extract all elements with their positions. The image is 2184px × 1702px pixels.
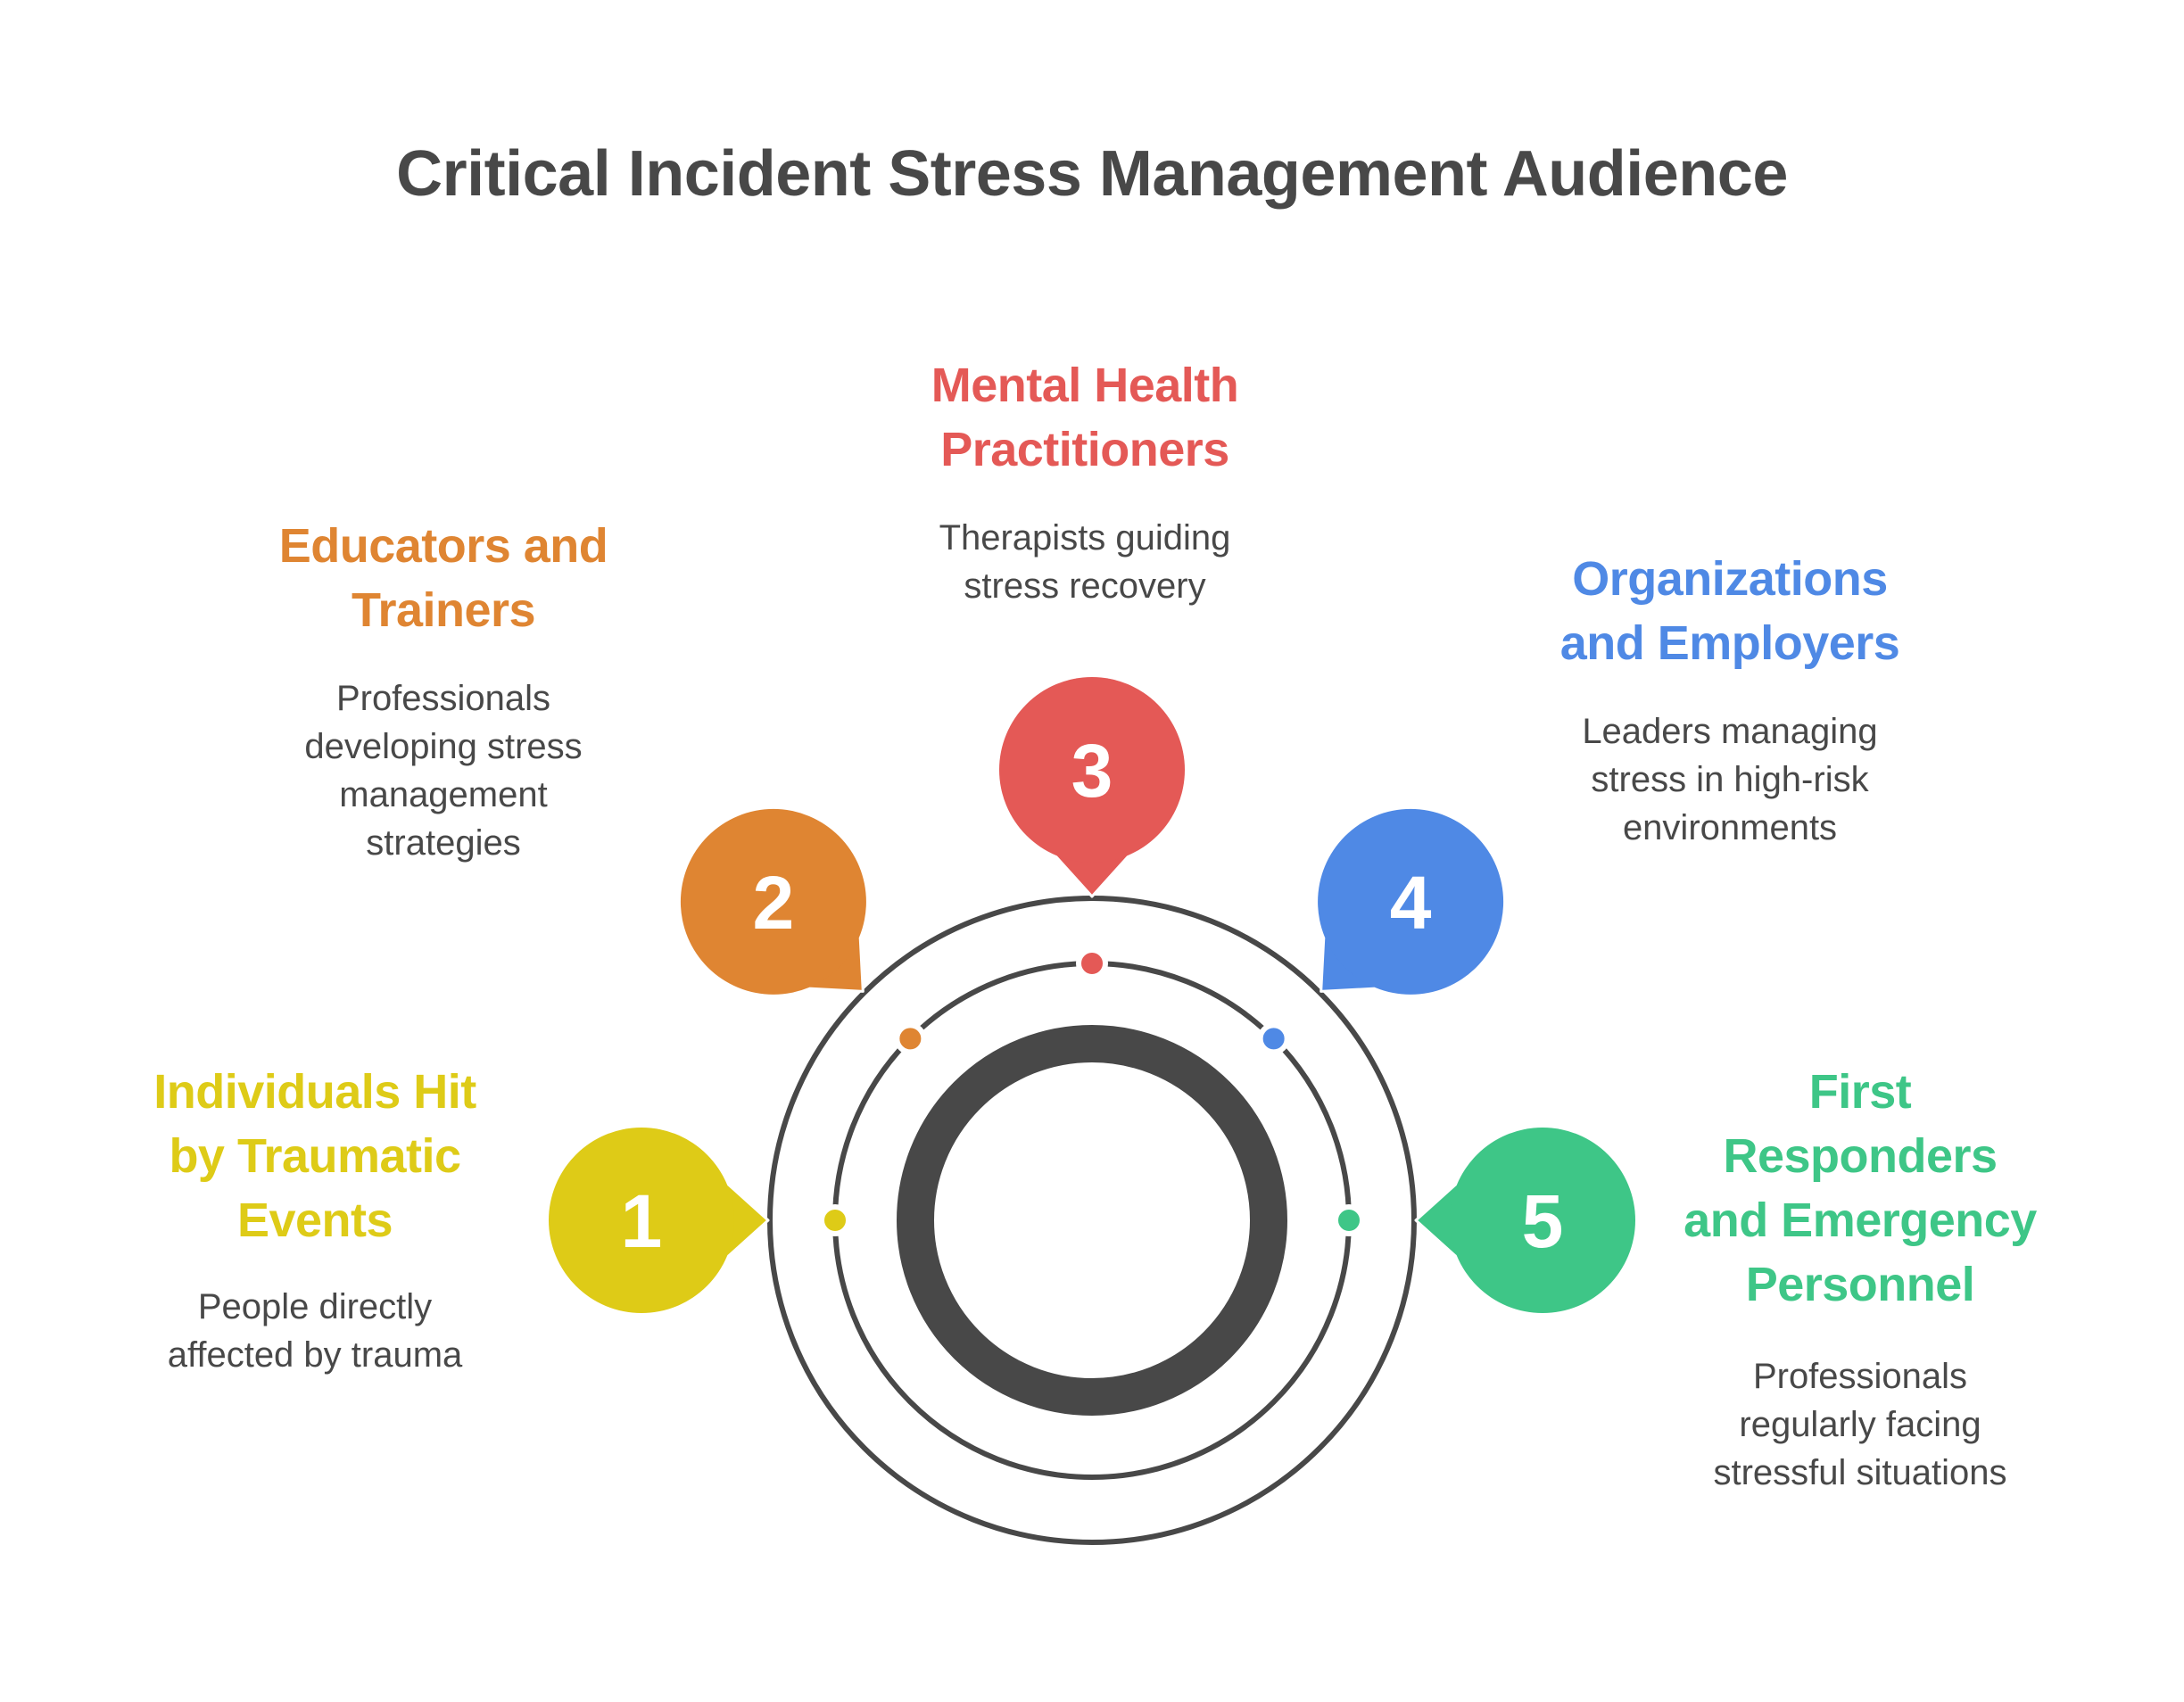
outer-ring [767,896,1417,1545]
audience-description: Professionals developing stress manageme… [304,679,583,863]
audience-heading: Individuals Hit by Traumatic Events [153,1065,476,1247]
audience-block-5: First Responders and Emergency Personnel… [1628,1060,2092,1497]
marker-5: 5 [1333,1128,1635,1313]
bubble-number: 4 [1390,861,1432,945]
diagram-title: Critical Incident Stress Management Audi… [396,138,1788,210]
ring-dot-5 [1333,1204,1365,1236]
ring-dot-4 [1257,1022,1290,1055]
audience-block-1: Individuals Hit by Traumatic Events Peop… [83,1060,547,1379]
inner-thick-ring [897,1025,1287,1416]
marker-1: 1 [549,1128,851,1313]
ring-dot-1 [819,1204,851,1236]
audience-description: People directly affected by trauma [167,1287,463,1375]
bubble-number: 1 [621,1179,663,1263]
number-bubble [549,1128,734,1313]
bubble-number: 2 [753,861,795,945]
bubble-number: 5 [1522,1179,1564,1263]
marker-3: 3 [999,677,1185,979]
number-bubble [680,808,866,995]
bubble-number: 3 [1071,729,1113,813]
audience-heading: First Responders and Emergency Personnel [1684,1065,2037,1311]
audience-heading: Mental Health Practitioners [931,359,1239,476]
audience-block-2: Educators and Trainers Professionals dev… [211,514,675,867]
audience-heading: Organizations and Employers [1559,552,1900,670]
marker-2: 2 [680,808,927,1055]
number-bubble [999,677,1185,863]
ring-dot-2 [894,1022,927,1055]
audience-block-3: Mental Health Practitioners Therapists g… [853,353,1317,610]
audience-description: Leaders managing stress in high-risk env… [1582,712,1878,847]
number-bubble [1318,808,1504,995]
audience-description: Therapists guiding stress recovery [939,518,1231,606]
audience-block-4: Organizations and Employers Leaders mana… [1498,547,1962,852]
ring-dot-3 [1076,947,1108,979]
marker-4: 4 [1257,808,1504,1055]
audience-description: Professionals regularly facing stressful… [1713,1357,2007,1492]
audience-heading: Educators and Trainers [278,519,608,637]
number-bubble [1450,1128,1635,1313]
